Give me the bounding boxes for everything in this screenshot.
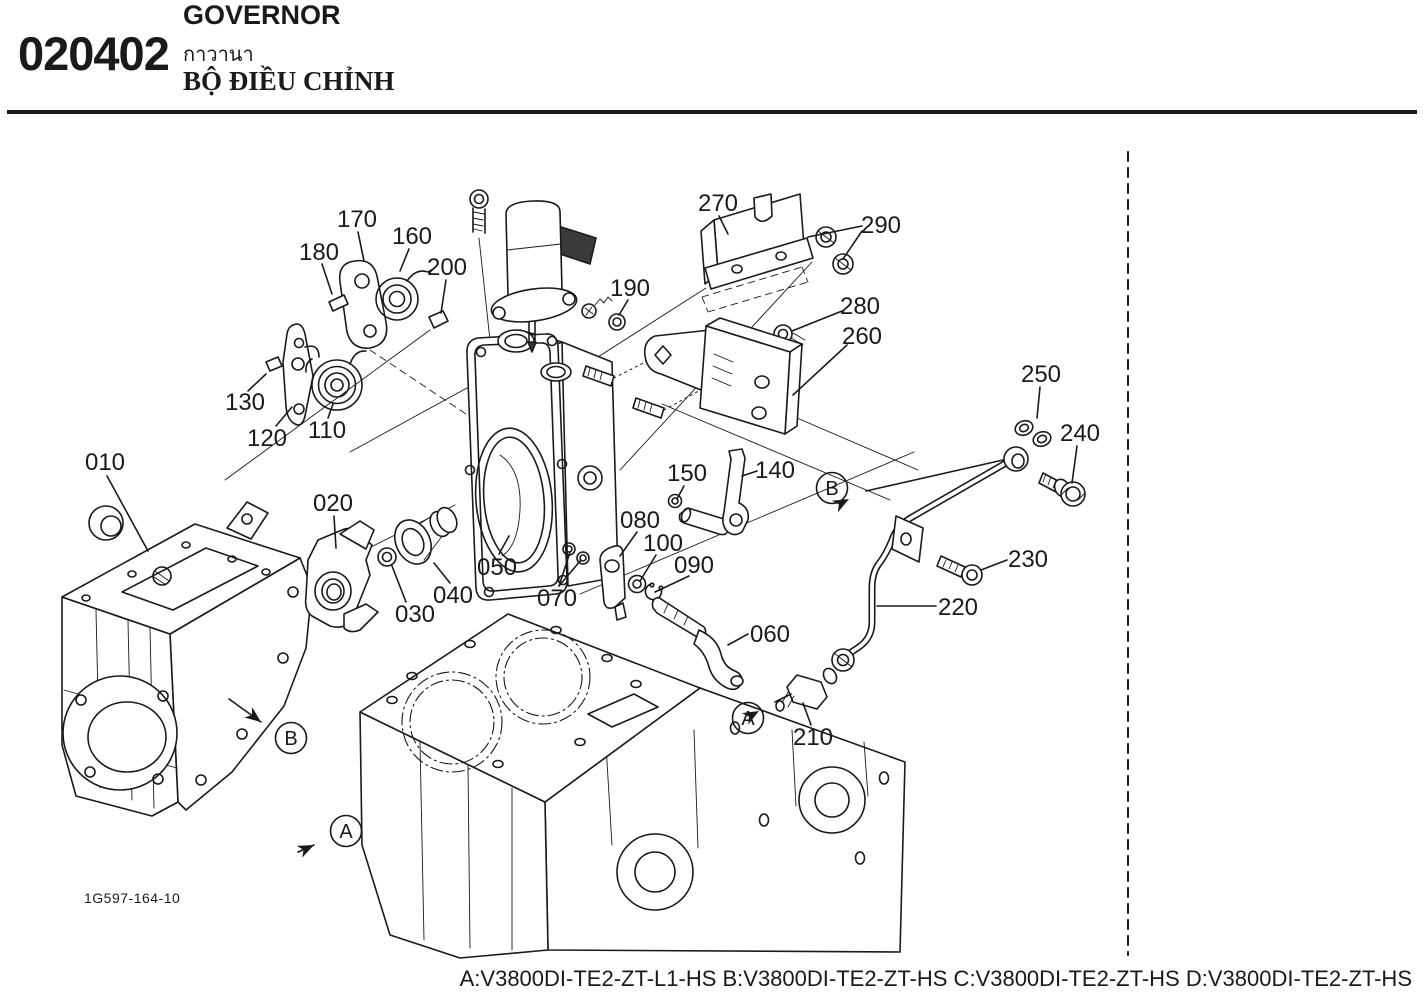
part-label-060: 060 bbox=[750, 621, 790, 648]
fork-washer-spool-drawing bbox=[304, 506, 458, 633]
ref-letter-A: A bbox=[741, 708, 755, 730]
leader-line-180 bbox=[321, 263, 333, 295]
leader-line-230 bbox=[980, 559, 1008, 571]
part-label-210: 210 bbox=[793, 724, 833, 751]
ref-letter-circle-A bbox=[731, 701, 765, 735]
part-label-250: 250 bbox=[1021, 361, 1061, 388]
part-label-020: 020 bbox=[313, 490, 353, 517]
ref-letter-line-B bbox=[865, 459, 1004, 492]
governor-cover-drawing bbox=[464, 320, 619, 601]
leader-line-110 bbox=[327, 403, 334, 419]
part-label-240: 240 bbox=[1060, 420, 1100, 447]
leader-line-070 bbox=[558, 559, 582, 587]
leader-line-010 bbox=[106, 475, 149, 552]
leader-line-200 bbox=[440, 279, 447, 314]
ref-letter-line-A bbox=[774, 693, 792, 703]
part-label-030: 030 bbox=[395, 601, 435, 628]
injection-pump-drawing bbox=[61, 501, 313, 817]
part-label-130: 130 bbox=[225, 389, 265, 416]
solenoid-drawing bbox=[469, 189, 597, 323]
part-label-230: 230 bbox=[1008, 546, 1048, 573]
leader-line-100 bbox=[639, 554, 657, 582]
part-label-150: 150 bbox=[667, 460, 707, 487]
ref-letter-circle-B bbox=[274, 721, 308, 755]
part-label-180: 180 bbox=[299, 239, 339, 266]
leader-line-140 bbox=[741, 470, 758, 477]
leader-line-160 bbox=[399, 248, 410, 272]
leader-line-040 bbox=[433, 562, 451, 584]
ref-letter-B: B bbox=[284, 728, 297, 750]
leader-line-090 bbox=[654, 575, 690, 593]
leader-line-080 bbox=[619, 531, 638, 557]
page-title: GOVERNOR bbox=[183, 0, 341, 30]
section-code: 020402 bbox=[18, 27, 170, 80]
part-label-100: 100 bbox=[643, 530, 683, 557]
part-label-200: 200 bbox=[427, 254, 467, 281]
ref-arrow-B bbox=[831, 499, 849, 513]
drawing-code: 1G597-164-10 bbox=[84, 890, 181, 906]
ref-letter-circle-A bbox=[329, 814, 363, 848]
rod-220-drawing bbox=[775, 419, 1086, 712]
part-label-260: 260 bbox=[842, 323, 882, 350]
leader-line-270 bbox=[718, 215, 729, 235]
leader-line-020 bbox=[333, 515, 337, 549]
part-label-120: 120 bbox=[247, 425, 287, 452]
leader-line-130 bbox=[247, 373, 267, 392]
leader-line-280 bbox=[791, 310, 843, 332]
part-label-140: 140 bbox=[755, 457, 795, 484]
page-title-vietnamese: BỘ ĐIỀU CHỈNH bbox=[183, 66, 395, 96]
part-label-070: 070 bbox=[537, 585, 577, 612]
ref-letter-circle-B bbox=[815, 471, 849, 505]
model-codes-footer: A:V3800DI-TE2-ZT-L1-HS B:V3800DI-TE2-ZT-… bbox=[459, 966, 1412, 991]
leader-line-170 bbox=[357, 231, 365, 262]
part-label-280: 280 bbox=[840, 293, 880, 320]
leader-line-250 bbox=[1036, 386, 1041, 419]
part-label-040: 040 bbox=[433, 582, 473, 609]
page-title-thai: กาวานา bbox=[183, 44, 254, 66]
leader-line-290 bbox=[807, 225, 863, 238]
leader-line-240 bbox=[1071, 445, 1078, 484]
ref-arrow-A bbox=[741, 711, 759, 725]
part-label-220: 220 bbox=[938, 594, 978, 621]
plug-010-drawing bbox=[88, 505, 124, 541]
part-label-110: 110 bbox=[308, 417, 346, 444]
header-divider bbox=[7, 110, 1417, 114]
part-label-010: 010 bbox=[85, 449, 125, 476]
leader-line-190 bbox=[618, 299, 629, 316]
bracket-270-drawing bbox=[700, 193, 854, 346]
leader-line-210 bbox=[802, 702, 812, 726]
ref-arrow-A bbox=[296, 845, 314, 858]
part-label-170: 170 bbox=[337, 206, 377, 233]
lever-140-drawing bbox=[667, 448, 750, 536]
leader-line-070 bbox=[558, 551, 571, 587]
part-label-290: 290 bbox=[861, 212, 901, 239]
part-label-090: 090 bbox=[674, 552, 714, 579]
part-label-160: 160 bbox=[392, 223, 432, 250]
part-label-080: 080 bbox=[620, 507, 660, 534]
lever-spring-group-drawing bbox=[265, 259, 449, 426]
ref-letter-B: B bbox=[825, 478, 838, 500]
ref-arrow-B bbox=[244, 707, 261, 722]
leader-line-290 bbox=[842, 230, 863, 260]
leader-line-260 bbox=[792, 344, 848, 396]
leader-line-060 bbox=[727, 633, 749, 646]
bracket-260-drawing bbox=[643, 317, 803, 435]
part-label-270: 270 bbox=[698, 190, 738, 217]
engine-block-drawing bbox=[359, 613, 906, 959]
leader-line-150 bbox=[676, 485, 685, 500]
leader-line-050 bbox=[498, 535, 510, 555]
part-label-190: 190 bbox=[610, 275, 650, 302]
ref-letter-A: A bbox=[339, 821, 353, 843]
part-label-050: 050 bbox=[477, 554, 517, 581]
leader-line-030 bbox=[391, 565, 407, 603]
leader-line-120 bbox=[275, 406, 293, 427]
